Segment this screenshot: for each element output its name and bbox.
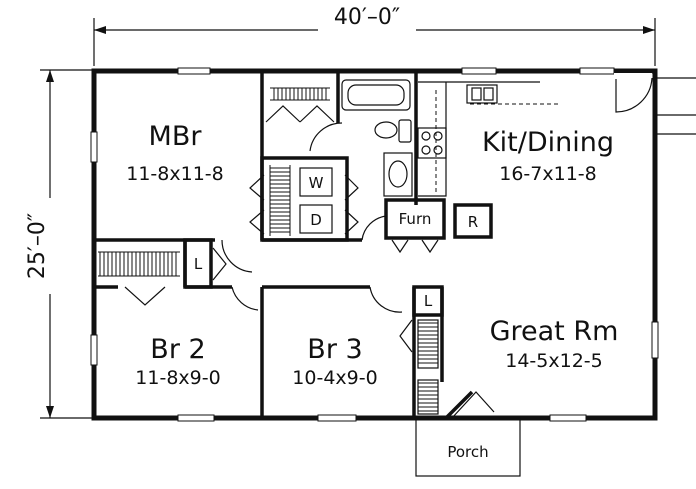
closet-hall: [98, 251, 180, 277]
refrigerator: R: [453, 203, 493, 239]
closet-br3: [417, 319, 439, 415]
porch: Porch: [415, 417, 521, 477]
room-name: Great Rm: [490, 316, 619, 347]
exterior-walls: [90, 67, 659, 422]
room-great-room: Great Rm 14-5x12-5: [490, 316, 619, 372]
furnace-label: Furn: [399, 210, 432, 228]
dimension-width-label: 40′–0″: [334, 5, 400, 30]
washer-label: W: [309, 174, 324, 192]
room-name: MBr: [149, 121, 203, 152]
bath-door: [309, 122, 343, 152]
stove: [417, 127, 447, 159]
room-name: Kit/Dining: [482, 127, 614, 158]
room-size: 16-7x11-8: [499, 163, 597, 185]
room-name: Br 3: [307, 334, 362, 365]
room-name: Br 2: [150, 334, 205, 365]
room-size: 14-5x12-5: [505, 350, 603, 372]
room-bedroom-3: Br 3 10-4x9-0: [292, 334, 377, 389]
dimension-width: 40′–0″: [93, 5, 656, 66]
room-bedroom-2: Br 2 11-8x9-0: [135, 334, 220, 389]
porch-label: Porch: [447, 443, 488, 461]
linen-label-great-room: L: [424, 292, 433, 310]
furnace: Furn: [391, 210, 439, 254]
dimension-depth: 25′–0″: [25, 69, 92, 419]
closet-top: [265, 87, 335, 123]
sink-vanity: [383, 152, 413, 197]
room-size: 10-4x9-0: [292, 367, 377, 389]
doors: [124, 215, 495, 420]
room-kitchen-dining: Kit/Dining 16-7x11-8: [482, 127, 614, 185]
washer: W: [299, 167, 333, 197]
dryer: D: [299, 204, 333, 234]
linen-label-hall: L: [194, 255, 203, 273]
closet-master: [269, 165, 291, 236]
room-master-bedroom: MBr 11-8x11-8: [126, 121, 224, 185]
room-size: 11-8x9-0: [135, 367, 220, 389]
side-door: [614, 73, 696, 135]
refrigerator-label: R: [468, 213, 478, 231]
bathtub: [341, 79, 411, 111]
toilet: [374, 119, 412, 143]
kitchen-counters: [418, 81, 560, 197]
room-size: 11-8x11-8: [126, 163, 224, 185]
dimension-depth-label: 25′–0″: [25, 213, 50, 279]
dryer-label: D: [310, 211, 322, 229]
